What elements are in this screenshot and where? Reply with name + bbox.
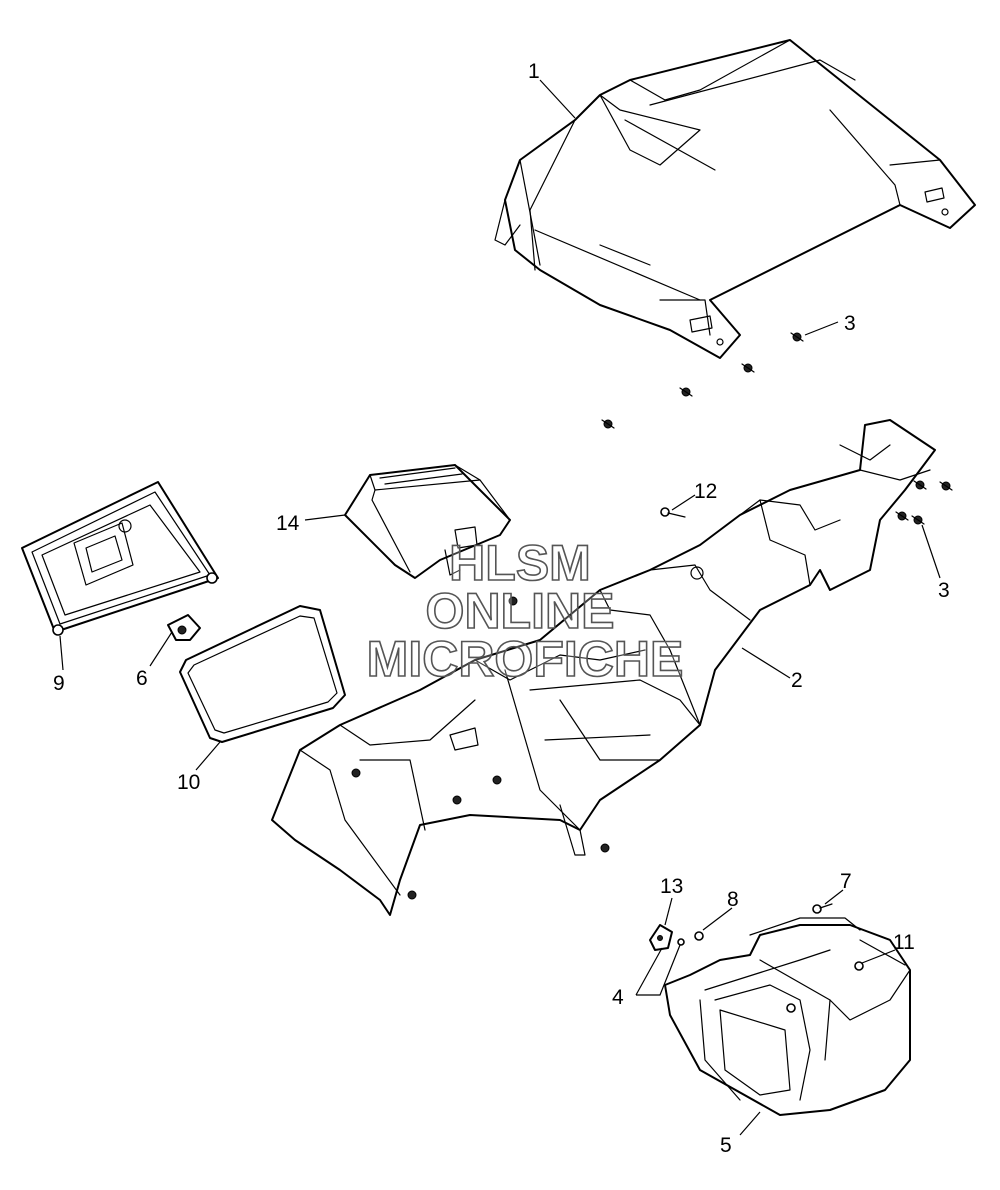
part-2-lower-dash-panel — [271, 419, 936, 916]
clip-3-upper-d — [601, 419, 615, 429]
watermark-line-2: ONLINE — [426, 583, 615, 639]
screw-11 — [854, 961, 864, 971]
callout-14: 14 — [276, 512, 300, 535]
part-14-storage-box — [344, 464, 511, 579]
screw-bin-a — [786, 1003, 796, 1013]
callout-9: 9 — [53, 672, 65, 695]
callout-6: 6 — [136, 667, 148, 690]
part-10-seal — [179, 605, 346, 743]
watermark: HLSM ONLINE MICROFICHE — [366, 534, 684, 688]
clip-panel-b — [452, 795, 462, 805]
clip-3-upper-b — [741, 363, 755, 373]
clip-panel-e — [407, 890, 417, 900]
callout-4: 4 — [612, 986, 624, 1009]
clip-panel-d — [600, 843, 610, 853]
leader-lines — [59, 79, 941, 1136]
clip-3-right-b — [913, 480, 927, 490]
screw-12 — [660, 507, 686, 518]
callouts: 1 2 3 3 4 5 6 7 8 9 10 11 12 13 14 — [53, 60, 950, 1157]
callout-3-upper: 3 — [844, 312, 856, 335]
callout-12: 12 — [694, 480, 717, 503]
callout-11: 11 — [893, 931, 915, 954]
clip-3-right-c — [895, 511, 909, 521]
clip-3-upper-a — [790, 332, 804, 342]
callout-5: 5 — [720, 1134, 732, 1157]
part-6-latch — [167, 614, 201, 641]
screw-8 — [694, 931, 704, 941]
screw-7 — [812, 903, 833, 914]
callout-7: 7 — [840, 870, 852, 893]
screw-4 — [677, 938, 685, 946]
watermark-line-1: HLSM — [449, 535, 591, 591]
callout-8: 8 — [727, 888, 739, 911]
clip-panel-f — [351, 768, 361, 778]
callout-10: 10 — [177, 771, 200, 794]
part-1-upper-cover — [494, 39, 976, 359]
clip-panel-a — [508, 596, 518, 606]
fasteners — [351, 332, 953, 1013]
callout-2: 2 — [791, 669, 803, 692]
part-5-lower-bin — [664, 917, 911, 1116]
callout-13: 13 — [660, 875, 683, 898]
callout-3-right: 3 — [938, 579, 950, 602]
watermark-line-3: MICROFICHE — [367, 631, 684, 687]
clip-3-upper-c — [679, 387, 693, 397]
clip-3-right-d — [911, 515, 925, 525]
clip-panel-c — [492, 775, 502, 785]
clip-3-right-a — [939, 481, 953, 491]
callout-1: 1 — [528, 60, 540, 83]
part-9-glove-box-door — [21, 481, 219, 636]
part-13-bracket — [649, 924, 673, 951]
